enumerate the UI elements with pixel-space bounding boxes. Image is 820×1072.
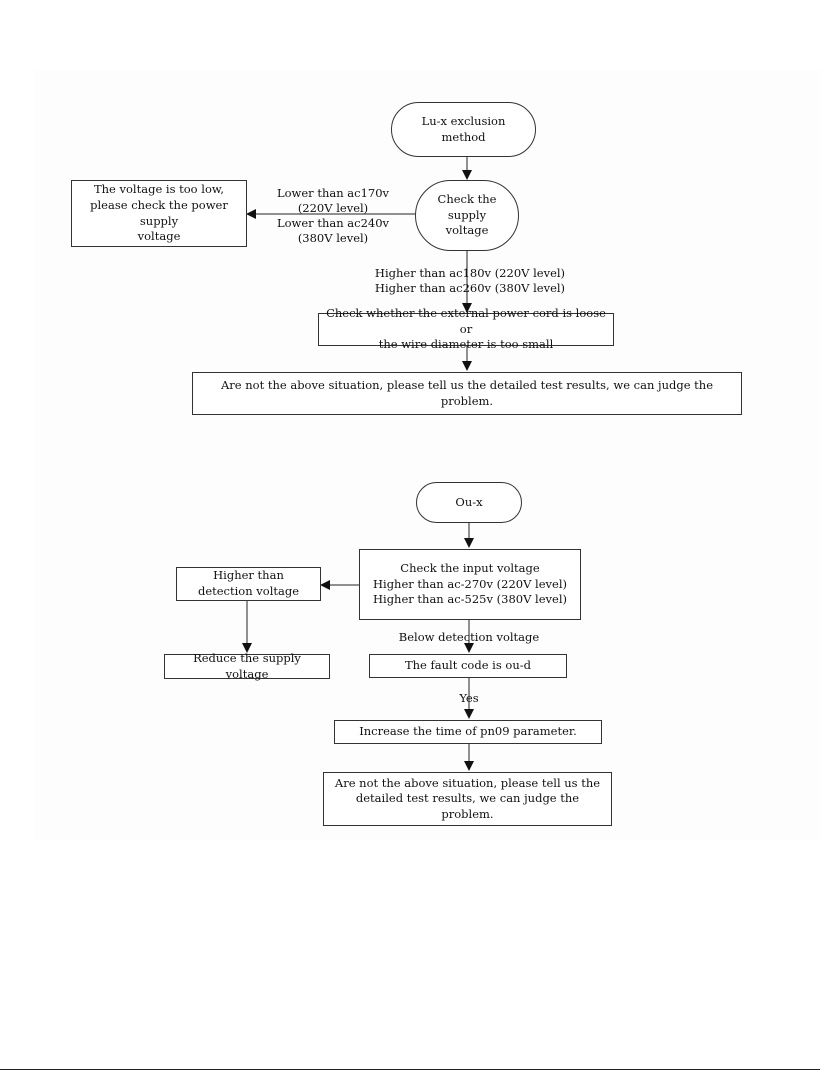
check-supply-voltage-node: Check the supply voltage [415, 180, 519, 251]
ou-start-node: Ou-x [416, 482, 522, 523]
lu-start-node: Lu-x exclusion method [391, 102, 536, 157]
higher-detection-voltage-node: Higher than detection voltage [176, 567, 321, 601]
check-power-cord-node: Check whether the external power cord is… [318, 306, 614, 351]
ou-final-node: Are not the above situation, please tell… [323, 772, 612, 826]
increase-pn09-node: Increase the time of pn09 parameter. [334, 720, 602, 744]
lower-than-condition-label: Lower than ac170v (220V level) Lower tha… [276, 186, 390, 245]
lu-final-node: Are not the above situation, please tell… [192, 372, 742, 415]
yes-label: Yes [459, 691, 479, 705]
fault-code-node: The fault code is ou-d [369, 654, 567, 678]
check-input-voltage-node: Check the input voltage Higher than ac-2… [359, 549, 581, 620]
higher-than-condition-label: Higher than ac180v (220V level) Higher t… [374, 266, 566, 295]
below-detection-label: Below detection voltage [398, 630, 540, 644]
voltage-too-low-node: The voltage is too low, please check the… [71, 180, 247, 247]
reduce-supply-voltage-node: Reduce the supply voltage [164, 651, 330, 681]
page-bottom-rule [0, 1069, 820, 1070]
